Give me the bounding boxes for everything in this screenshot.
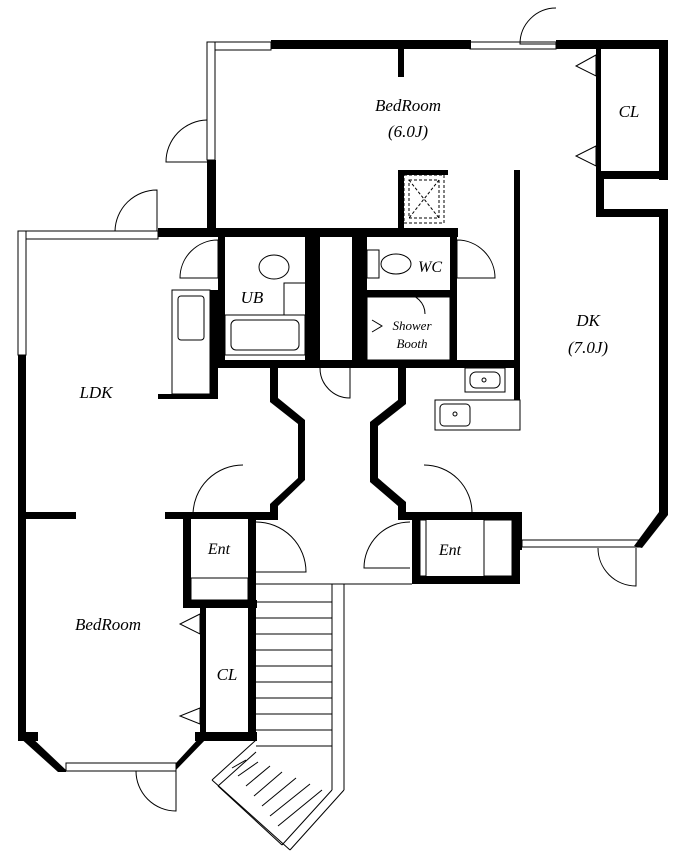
- cl-bottom-name: CL: [217, 665, 238, 684]
- dk-name: DK: [575, 311, 601, 330]
- windows: [17, 41, 641, 772]
- ent-right-name: Ent: [438, 542, 462, 559]
- bedroom-bottom-name: BedRoom: [75, 615, 141, 634]
- room-labels: BedRoom (6.0J) CL DK (7.0J) WC UB Shower…: [75, 96, 639, 684]
- ub-name: UB: [241, 288, 264, 307]
- wc-name: WC: [418, 259, 442, 276]
- ldk-name: LDK: [78, 383, 114, 402]
- cl-top-name: CL: [619, 102, 640, 121]
- walls: [18, 40, 668, 772]
- shower-line2: Booth: [396, 336, 427, 351]
- fixtures: [114, 7, 637, 851]
- bedroom-top-name: BedRoom: [375, 96, 441, 115]
- dk-size: (7.0J): [568, 338, 608, 357]
- ent-left-name: Ent: [207, 541, 231, 558]
- bedroom-top-size: (6.0J): [388, 122, 428, 141]
- shower-line1: Shower: [393, 318, 433, 333]
